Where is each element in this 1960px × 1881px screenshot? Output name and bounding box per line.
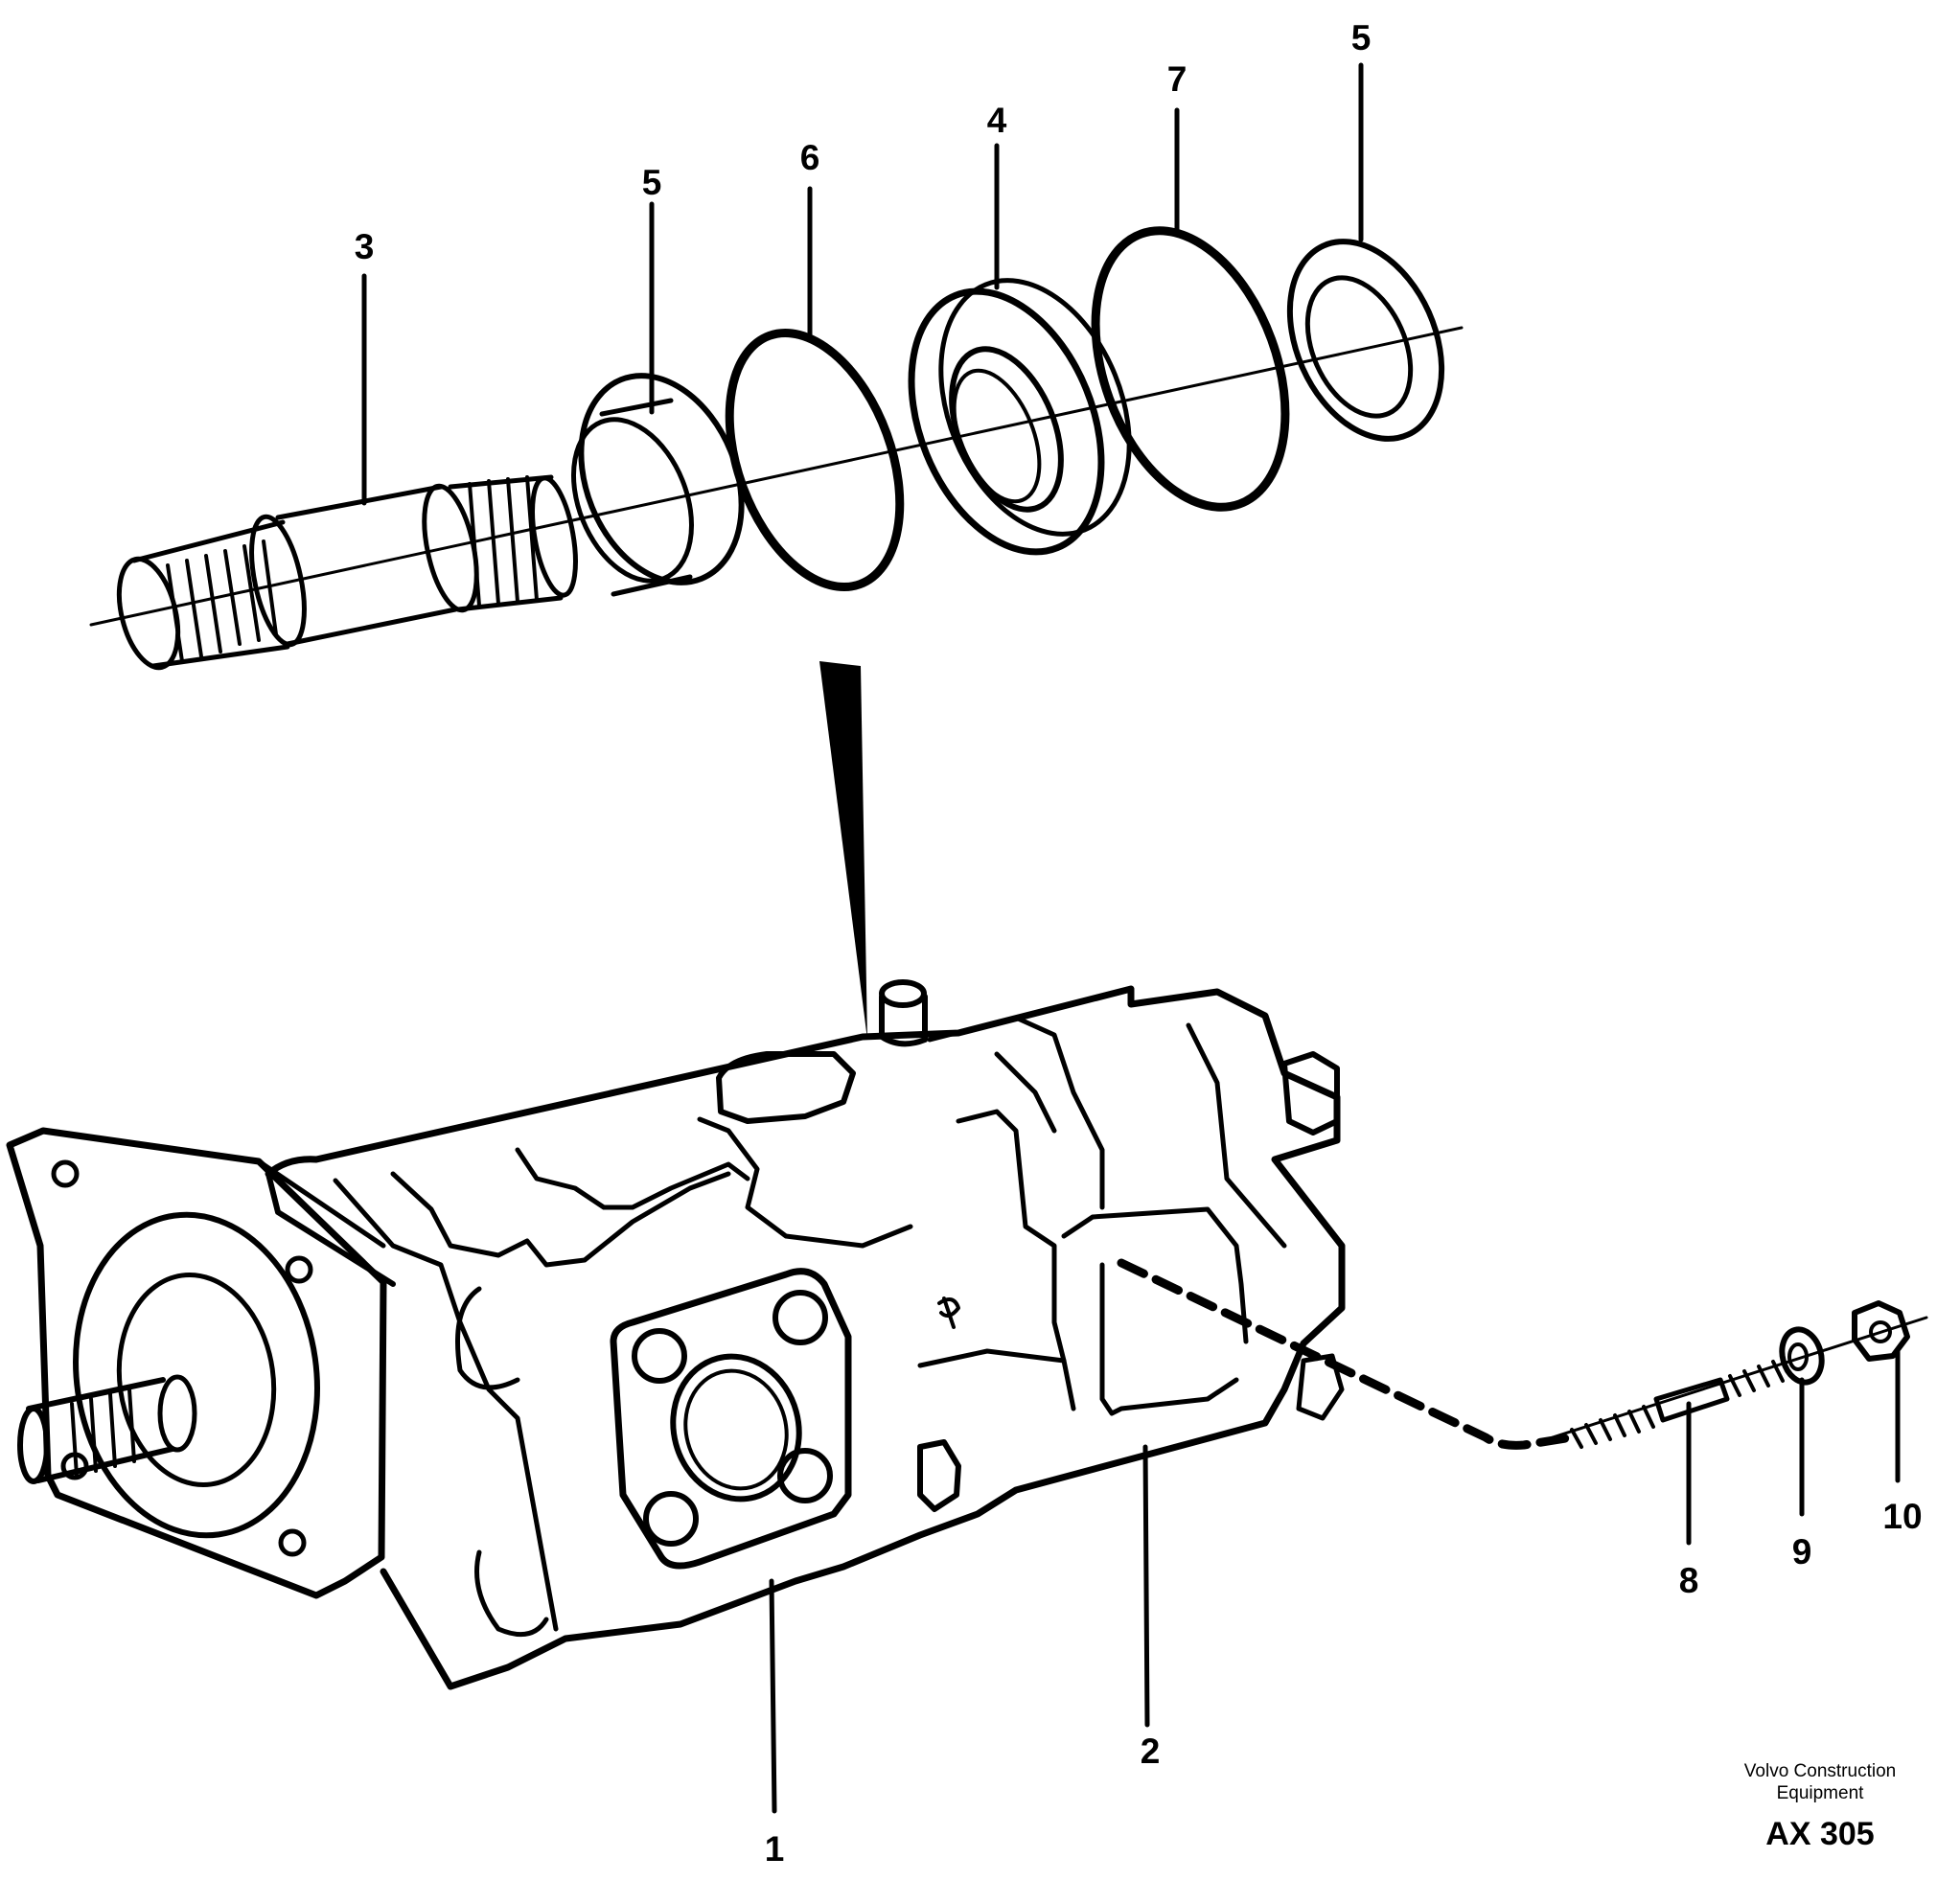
shaft-axis-line — [89, 326, 1464, 627]
washer-9 — [1779, 1326, 1825, 1386]
callout-2: 2 — [1141, 1732, 1161, 1771]
callout-7: 7 — [1167, 59, 1188, 99]
nut-10 — [1852, 1300, 1910, 1362]
o-ring-6 — [725, 328, 905, 592]
callout-9: 9 — [1792, 1532, 1812, 1571]
credit-line-2: Equipment — [1776, 1783, 1864, 1803]
callout-leaders — [361, 62, 1901, 1814]
callout-8: 8 — [1679, 1561, 1699, 1600]
assembly-pointer-wedge — [819, 661, 867, 1040]
gear-pump-assembly — [6, 979, 1346, 1690]
callout-1: 1 — [765, 1829, 785, 1869]
callout-5-first: 5 — [642, 163, 662, 202]
callout-5-second: 5 — [1351, 18, 1372, 57]
callout-10: 10 — [1882, 1497, 1922, 1536]
adjusting-screw — [1570, 1360, 1785, 1449]
seal-housing — [908, 278, 1132, 556]
o-ring-7 — [1091, 226, 1290, 512]
drawing-code: AX 305 — [1765, 1816, 1875, 1852]
screw-assembly-dashed-line — [1117, 1258, 1577, 1450]
publisher-credit: Volvo Construction Equipment AX 305 — [1705, 1760, 1935, 1852]
credit-line-1: Volvo Construction — [1743, 1761, 1897, 1781]
shaft-seal-2 — [1286, 239, 1445, 442]
callout-3: 3 — [355, 227, 375, 266]
splined-shaft — [116, 474, 578, 671]
callout-4: 4 — [987, 101, 1007, 140]
callout-6: 6 — [800, 138, 820, 177]
